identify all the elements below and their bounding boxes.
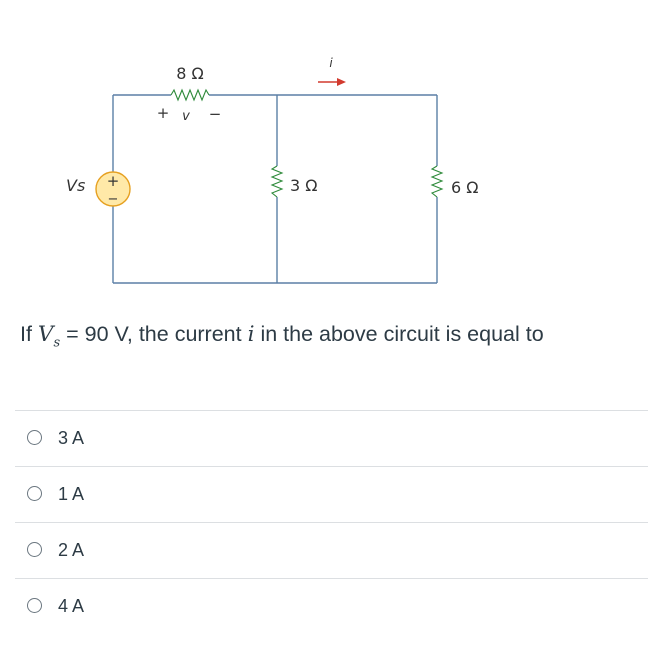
question-sub-s: s bbox=[53, 335, 61, 351]
radio-button[interactable] bbox=[27, 598, 42, 613]
answer-label[interactable]: 2 A bbox=[58, 540, 85, 560]
r1-label: 8 Ω bbox=[176, 64, 204, 83]
source-minus: − bbox=[108, 192, 119, 207]
answer-option-2[interactable]: 1 A bbox=[15, 466, 648, 522]
v-plus: + bbox=[157, 104, 170, 122]
current-arrow-icon bbox=[318, 78, 346, 86]
radio-button[interactable] bbox=[27, 486, 42, 501]
resistor-8ohm bbox=[170, 88, 210, 102]
answer-list: 3 A 1 A 2 A 4 A bbox=[15, 410, 648, 634]
resistor-6ohm bbox=[430, 165, 444, 198]
r2-label: 3 Ω bbox=[290, 176, 318, 195]
v-minus: − bbox=[209, 105, 222, 123]
r3-label: 6 Ω bbox=[451, 178, 479, 197]
resistor-3ohm bbox=[270, 165, 284, 198]
question-var-v: V bbox=[37, 322, 54, 347]
question-text: If Vs = 90 V, the current i in the above… bbox=[20, 322, 544, 350]
circuit-diagram: + − Vs 8 Ω + v − 3 Ω 6 Ω i bbox=[66, 56, 479, 284]
question-suffix: in the above circuit is equal to bbox=[254, 322, 544, 346]
answer-label[interactable]: 3 A bbox=[58, 428, 85, 448]
question-middle: = 90 V, the current bbox=[60, 322, 248, 346]
question-var-i: i bbox=[247, 322, 255, 347]
v-label: v bbox=[182, 109, 190, 124]
radio-button[interactable] bbox=[27, 430, 42, 445]
answer-option-1[interactable]: 3 A bbox=[15, 410, 648, 466]
answer-label[interactable]: 4 A bbox=[58, 596, 85, 616]
source-plus: + bbox=[107, 172, 120, 190]
answer-label[interactable]: 1 A bbox=[58, 484, 85, 504]
radio-button[interactable] bbox=[27, 542, 42, 557]
question-prefix: If bbox=[20, 322, 38, 346]
answer-option-3[interactable]: 2 A bbox=[15, 522, 648, 578]
circuit-wires bbox=[112, 94, 438, 284]
voltage-source: + − bbox=[95, 171, 131, 207]
answer-option-4[interactable]: 4 A bbox=[15, 578, 648, 634]
source-label: Vs bbox=[66, 176, 85, 195]
current-label: i bbox=[329, 56, 333, 70]
